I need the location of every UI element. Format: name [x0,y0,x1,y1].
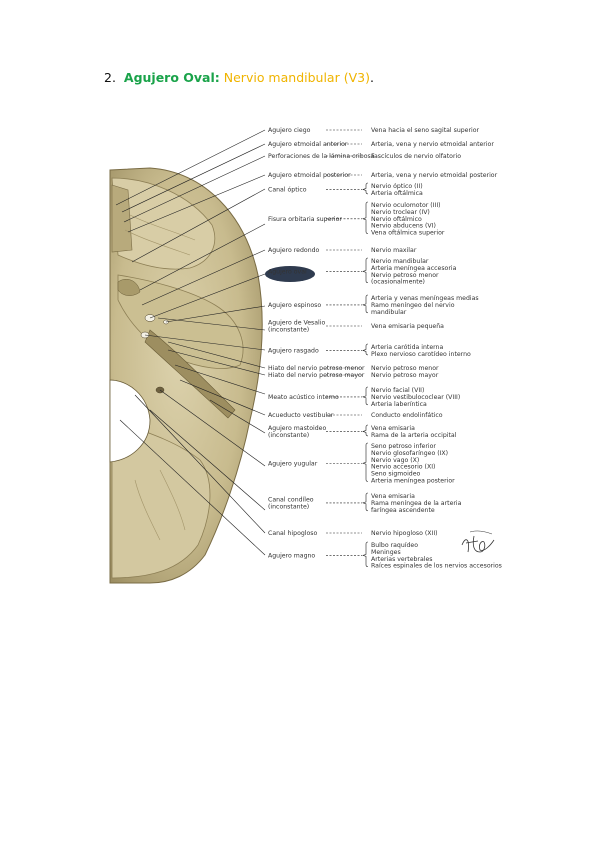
heading-number: 2. [104,70,116,85]
figure-label-right: Seno sigmoideo [371,471,421,478]
figure-label-right: Arteria laberíntica [371,400,427,408]
figure-label-left: Perforaciones de la lámina cribosa [268,152,375,160]
sulci-texture [124,214,196,541]
figure-brace [362,492,369,512]
figure-label-right: Arteria, vena y nervio etmoidal posterio… [371,172,498,179]
figure-label-right: faríngea ascendente [371,506,435,514]
figure-label-right: Raíces espinales de los nervios accesori… [371,562,502,570]
figure-label-left: Agujero etmoidal posterior [268,172,351,179]
figure-label-left: Agujero redondo [268,247,320,254]
figure-label-right: Vena emisaria [371,493,415,500]
figure-label-left: Acueducto vestibular [268,412,334,419]
figure-label-right: Nervio vestibulococlear (VIII) [371,394,460,401]
figure-label-left: Agujero magno [268,552,315,559]
figure-label-right: Ramo meníngeo del nervio [371,301,455,309]
heading-title: Agujero Oval: [123,70,220,85]
figure-label-right: Arteria oftálmica [371,189,423,197]
figure-label-right: Vena hacia el seno sagital superior [371,127,480,134]
figure-label-right: Arteria y venas meníngeas medias [371,294,479,302]
figure-label-right: Meninges [371,549,401,556]
figure-label-right: Arteria meníngea posterior [371,477,455,485]
figure-label-left: Hiato del nervio petroso mayor [268,372,365,379]
figure-brace [362,294,369,314]
figure-label-right: Nervio hipogloso (XII) [371,530,438,537]
figure-label-left: Agujero mastoideo(inconstante) [268,425,326,439]
figure-brace [362,182,369,195]
figure-label-right: Nervio petroso menor [371,365,439,372]
figure-brace [362,201,369,234]
figure-label-right: Nervio mandibular [371,258,429,265]
figure-label-right: Nervio oftálmico [371,215,422,223]
figure-label-right: Vena emisaria [371,425,415,432]
figure-label-left: Canal óptico [268,185,307,193]
figure-label-left: Agujero ciego [268,127,311,134]
figure-label-right: Seno petroso inferior [371,443,436,450]
figure-brace [362,442,369,482]
figure-label-left: Agujero etmoidal anterior [268,141,348,148]
netter-signature [461,530,495,553]
figure-label-right: Nervio petroso mayor [371,372,439,379]
figure-label-left: Meato acústico interno [268,393,339,401]
figure-label-right: Nervio oculomotor (III) [371,202,441,209]
figure-label-right: Rama meníngea de la arteria [371,499,462,507]
figure-label-right: Arteria meníngea accesoria [371,264,457,272]
figure-brace [362,343,369,356]
leader-lines [115,129,266,556]
figure-label-right: Nervio accesorio (XI) [371,464,435,471]
figure-label-right: Nervio glosofaríngeo (IX) [371,449,448,457]
figure-label-right: Arteria carótida interna [371,343,443,351]
figure-brace [362,541,369,567]
dorsum-sellae [117,279,141,296]
figure-label-right: Plexo nervioso carotídeo interno [371,350,471,358]
figure-label-left: Agujero oval [268,268,307,275]
heading-subtitle: Nervio mandibular (V3) [223,70,370,85]
figure-label-right: Nervio troclear (IV) [371,209,430,216]
figure-label-left: Agujero yugular [268,460,318,467]
figure-label-right: Nervio abducens (VI) [371,223,436,230]
figure-label-left: Hiato del nervio petroso menor [268,365,365,372]
label-list: Agujero ciego Vena hacia el seno sagital … [268,127,502,570]
figure-brace [362,424,369,437]
figure-label-right: Nervio petroso menor [371,272,439,279]
figure-label-right: (ocasionalmente) [371,279,425,286]
figure-label-right: Nervio maxilar [371,247,417,254]
figure-label-right: Arterias vertebrales [371,556,433,563]
section-heading: 2. Agujero Oval: Nervio mandibular (V3). [104,70,374,85]
figure-label-left: Fisura orbitaria superior [268,216,342,223]
figure-brace [362,386,369,406]
figure-label-left: Canal condíleo(inconstante) [268,495,314,510]
figure-label-left: Agujero de Vesalio(inconstante) [268,320,325,334]
figure-label-left: Agujero rasgado [268,347,319,354]
figure-label-right: Arteria, vena y nervio etmoidal anterior [371,141,494,148]
figure-label-right: Rama de la arteria occipital [371,432,457,439]
cribriform-plate [111,184,133,253]
foramen-ovale-highlight [265,266,315,282]
figure-brace [362,257,369,283]
figure-label-left: Canal hipogloso [268,530,318,537]
skull-base-illustration [109,167,263,584]
figure-label-left: Agujero espinoso [268,302,321,309]
heading-period: . [369,70,374,85]
figure-label-right: Nervio vago (X) [371,457,419,464]
figure-label-right: Bulbo raquídeo [371,541,418,549]
figure-label-right: mandibular [371,309,407,316]
anterior-fossa [111,177,216,270]
figure-label-right: Vena oftálmica superior [371,229,445,237]
figure-label-right: Fascículos de nervio olfatorio [371,152,461,160]
figure-label-right: Conducto endolinfático [371,411,443,419]
figure-label-right: Nervio facial (VII) [371,387,424,394]
figure-label-right: Nervio óptico (II) [371,182,423,190]
figure-label-right: Vena emisaria pequeña [371,323,444,330]
petrous-ridge [144,329,236,419]
